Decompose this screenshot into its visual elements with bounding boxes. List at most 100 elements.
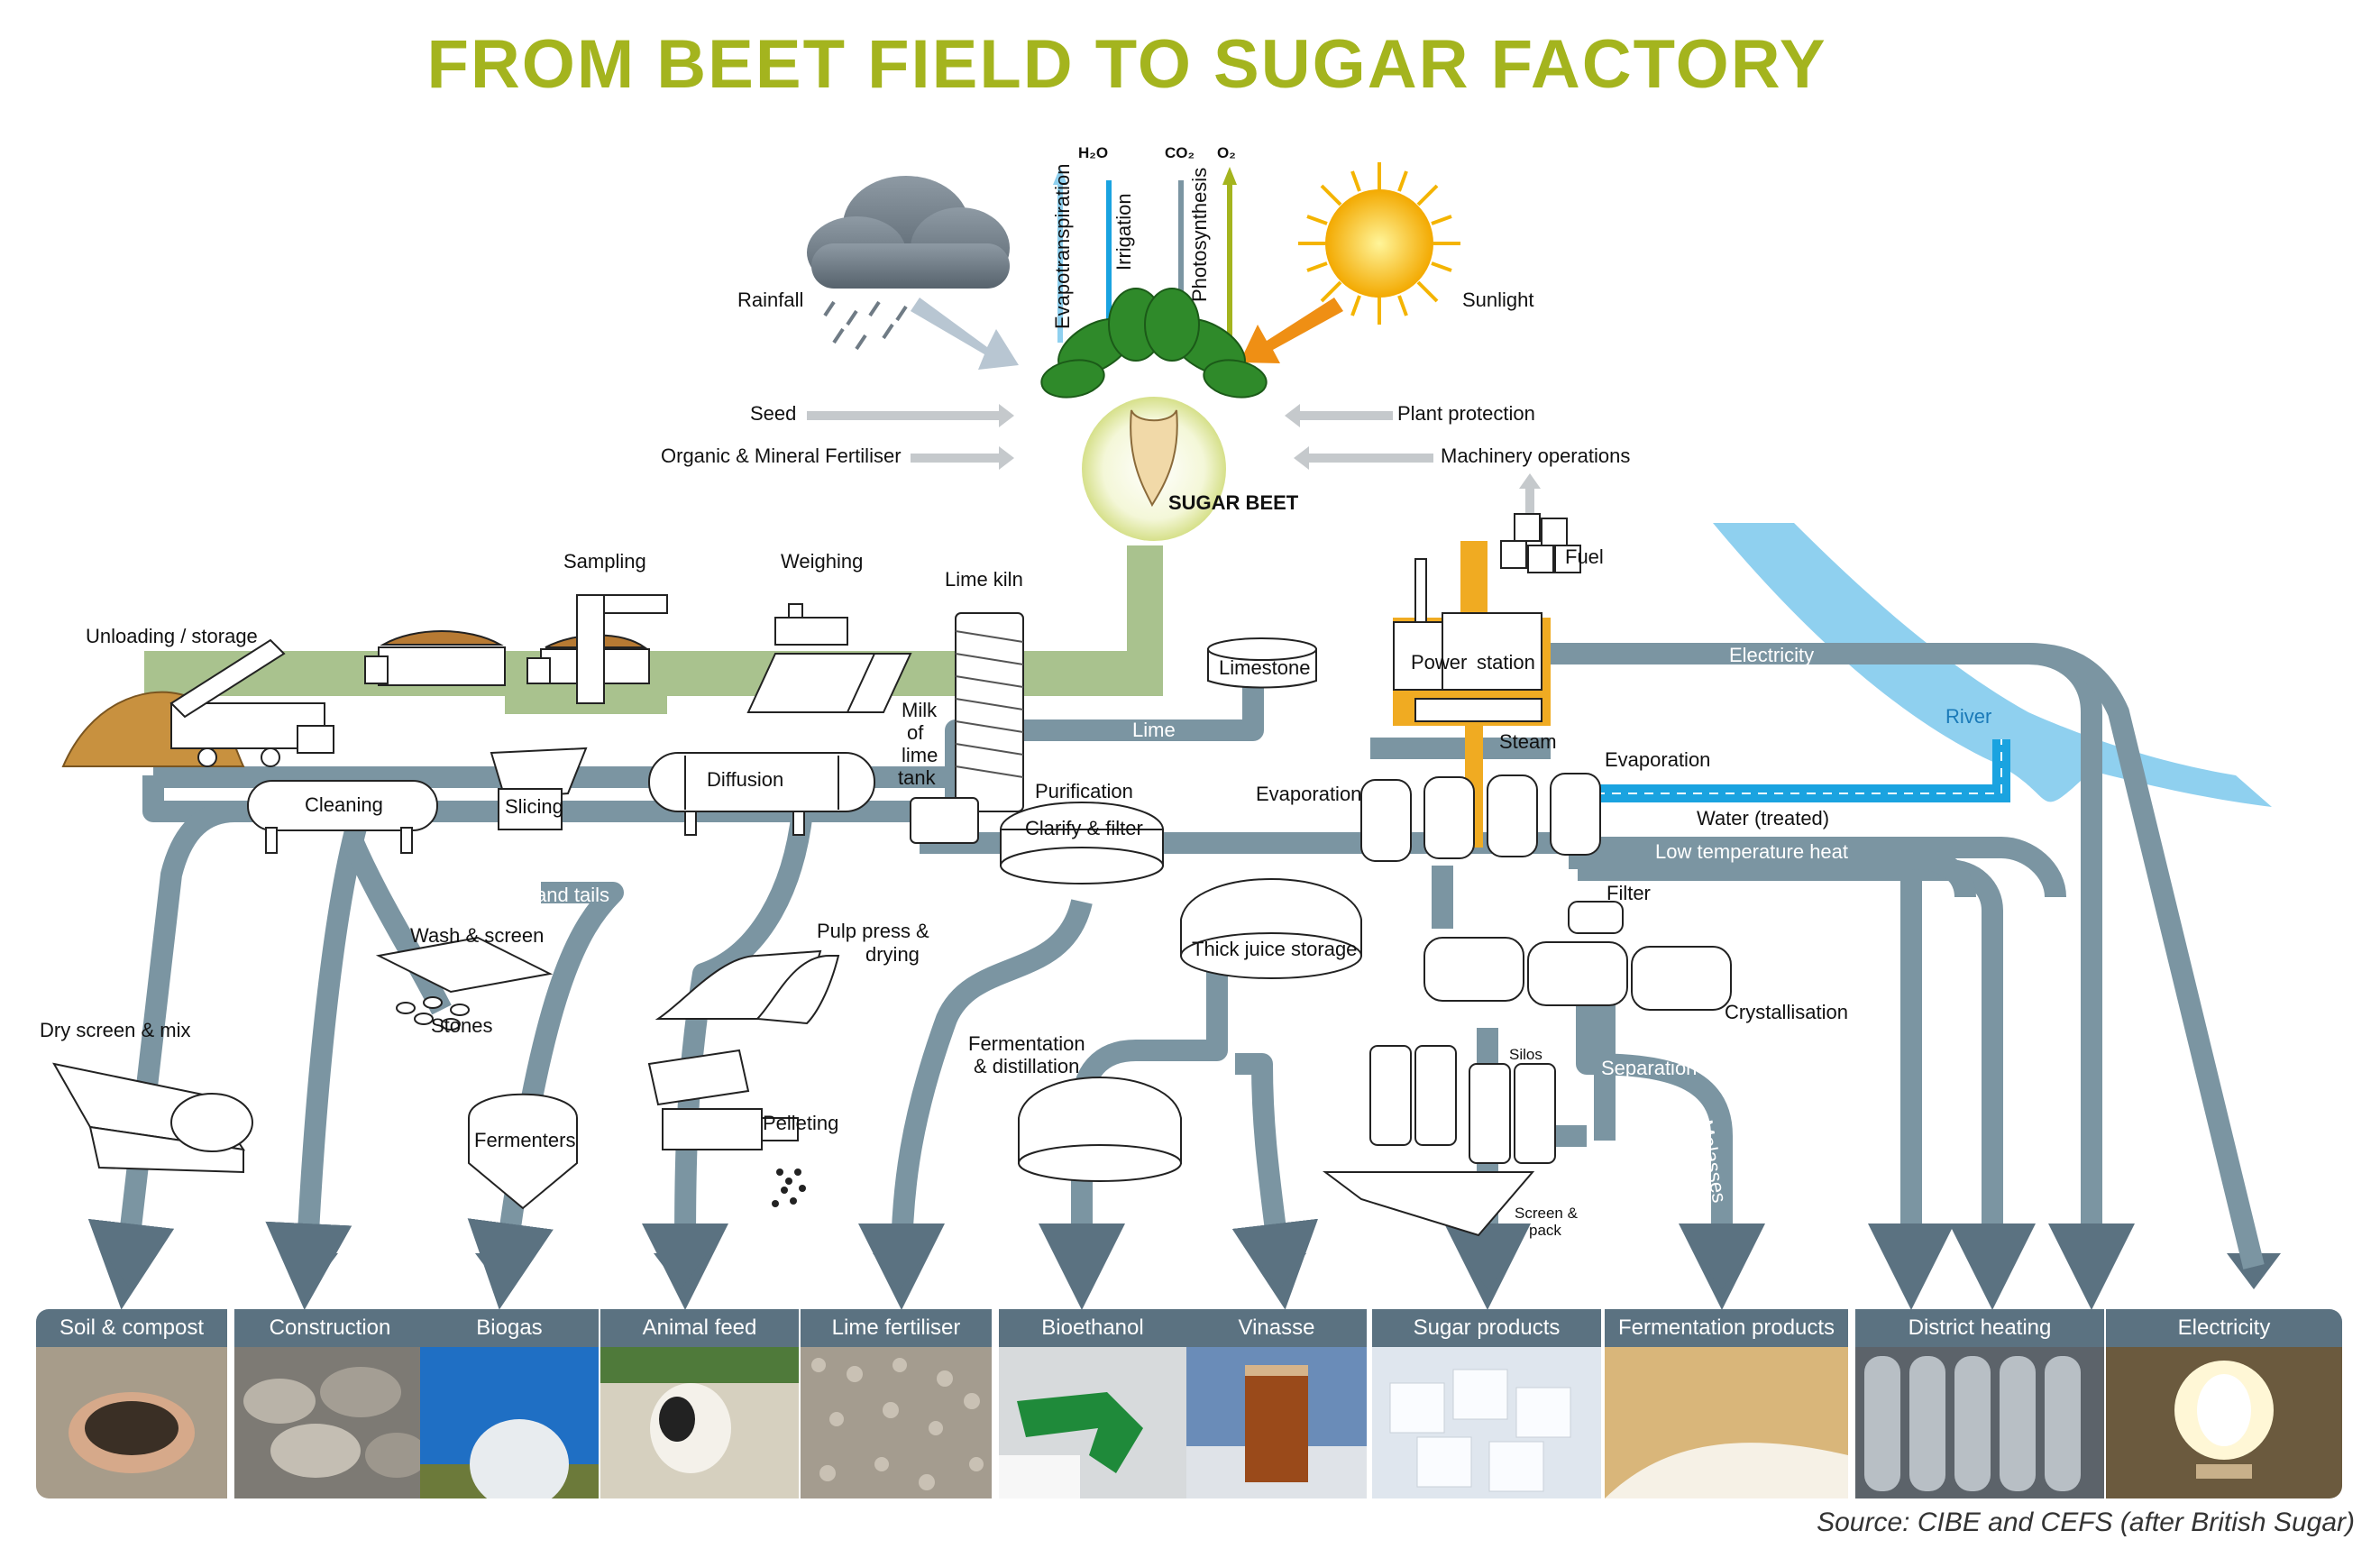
lime-kiln-label: Lime kiln [945,568,1023,591]
beet-tops-label: Beet tops and tails [446,884,610,906]
slicing-label: Slicing [505,795,563,818]
product-card-soil: Soil & compost [36,1309,227,1498]
river-shape [1713,523,2272,807]
milk-of-lime-label-1: Milk [902,699,938,721]
product-card-lime-fertiliser: Lime fertiliser [801,1309,992,1498]
evaporators-icon [1360,773,1601,862]
input-arrows [807,404,1541,514]
cloud-icon [807,176,1010,351]
product-card-electricity: Electricity [2106,1309,2342,1498]
product-label: Construction [234,1309,426,1347]
product-card-bioethanol: Bioethanol [999,1309,1186,1498]
calf-icon [600,1347,799,1498]
source-note: Source: CIBE and CEFS (after British Sug… [1817,1508,2355,1537]
product-card-biogas: Biogas [420,1309,599,1498]
page-title: FROM BEET FIELD TO SUGAR FACTORY [426,26,1827,103]
sugar-cubes-icon [1372,1347,1601,1498]
fermentation-label-2: & distillation [974,1055,1080,1077]
glass-icon [1186,1347,1367,1498]
product-label: Soil & compost [36,1309,227,1347]
low-temp-heat-label: Low temperature heat [1655,840,1849,863]
product-card-animal-feed: Animal feed [600,1309,799,1498]
fermentation-vessel-icon [1018,1077,1182,1182]
crystallisers-icon [1423,901,1732,1011]
irrigation-label: Irrigation [1112,193,1135,270]
fuel-tanks-icon [1500,513,1581,573]
o2-label: O₂ [1217,144,1236,161]
power-label-1: Power [1411,651,1468,674]
product-card-construction: Construction [234,1309,426,1498]
product-card-vinasse: Vinasse [1186,1309,1367,1498]
power-label-2: station [1477,651,1535,674]
product-label: Vinasse [1186,1309,1367,1347]
sun-icon [1298,162,1460,325]
product-card-fermentation-products: Fermentation products [1605,1309,1848,1498]
fermentation-label-1: Fermentation [968,1032,1085,1055]
soil-icon [36,1347,227,1498]
weighing-label: Weighing [781,550,864,573]
evapotranspiration-label: Evapotranspiration [1051,163,1074,329]
dry-screen-label: Dry screen & mix [40,1019,191,1041]
sugar-beet-icon [1040,288,1268,541]
stones-icon [234,1347,426,1498]
cleaning-drum-icon [247,780,438,854]
h2o-label: H₂O [1078,144,1109,161]
product-label: Lime fertiliser [801,1309,992,1347]
electricity-line [1551,643,2265,1269]
sampling-label: Sampling [563,550,646,573]
stones-label: Stones [431,1014,493,1037]
milk-of-lime-label-3: lime [902,744,938,766]
milk-of-lime-tank-icon [910,797,979,844]
screen-pack-label-2: pack [1529,1222,1561,1239]
silos-icon [1323,1045,1556,1237]
product-label: District heating [1855,1309,2104,1347]
pulp-press-label-1: Pulp press & [817,920,929,942]
fuel-label: Fuel [1565,545,1604,568]
water-treated-label: Water (treated) [1697,807,1830,829]
machinery-label: Machinery operations [1441,444,1631,467]
sunlight-arrow [1240,298,1343,363]
trucks-icon [169,594,668,767]
pellet-press-icon [647,1049,799,1150]
silos-label: Silos [1509,1046,1542,1063]
rainfall-label: Rainfall [737,289,804,311]
gravel-icon [801,1347,992,1498]
photosynthesis-label: Photosynthesis [1188,167,1211,302]
powder-icon [1605,1347,1848,1498]
clarifier-icon [1000,802,1164,884]
plant-protection-label: Plant protection [1397,402,1535,425]
lime-label: Lime [1132,719,1176,741]
fertiliser-label: Organic & Mineral Fertiliser [661,444,902,467]
water-pipe [1596,739,2010,802]
power-station [1393,541,1551,848]
dry-screen-drum-icon [52,1062,253,1174]
product-label: Biogas [420,1309,599,1347]
rainfall-arrow [911,298,1019,370]
clarify-filter-label: Clarify & filter [1025,817,1143,839]
screen-pack-label-1: Screen & [1515,1205,1578,1222]
light-bulb-icon [2106,1347,2342,1498]
filter-label: Filter [1606,882,1651,904]
pelleting-label: Pelleting [763,1112,839,1134]
electricity-pipe-label: Electricity [1729,644,1815,666]
fermenters-label: Fermenters [474,1129,576,1151]
steam-label: Steam [1499,730,1557,753]
wash-screen-icon [375,936,554,1031]
wash-screen-label: Wash & screen [410,924,545,947]
unloading-label: Unloading / storage [86,625,258,647]
sunlight-label: Sunlight [1462,289,1534,311]
limestone-icon [1207,637,1317,689]
limestone-label: Limestone [1219,656,1311,679]
evaporation-left-label: Evaporation [1256,783,1362,805]
biogas-dome-icon [420,1347,599,1498]
seed-label: Seed [750,402,797,425]
product-card-district-heating: District heating [1855,1309,2104,1498]
thick-juice-label: Thick juice storage [1192,938,1358,960]
evaporation-right-label: Evaporation [1605,748,1711,771]
weighbridge-icon [746,603,912,713]
co2-label: CO₂ [1165,144,1195,161]
fuel-nozzle-icon [999,1347,1186,1498]
separation-label: Separation [1601,1057,1698,1079]
